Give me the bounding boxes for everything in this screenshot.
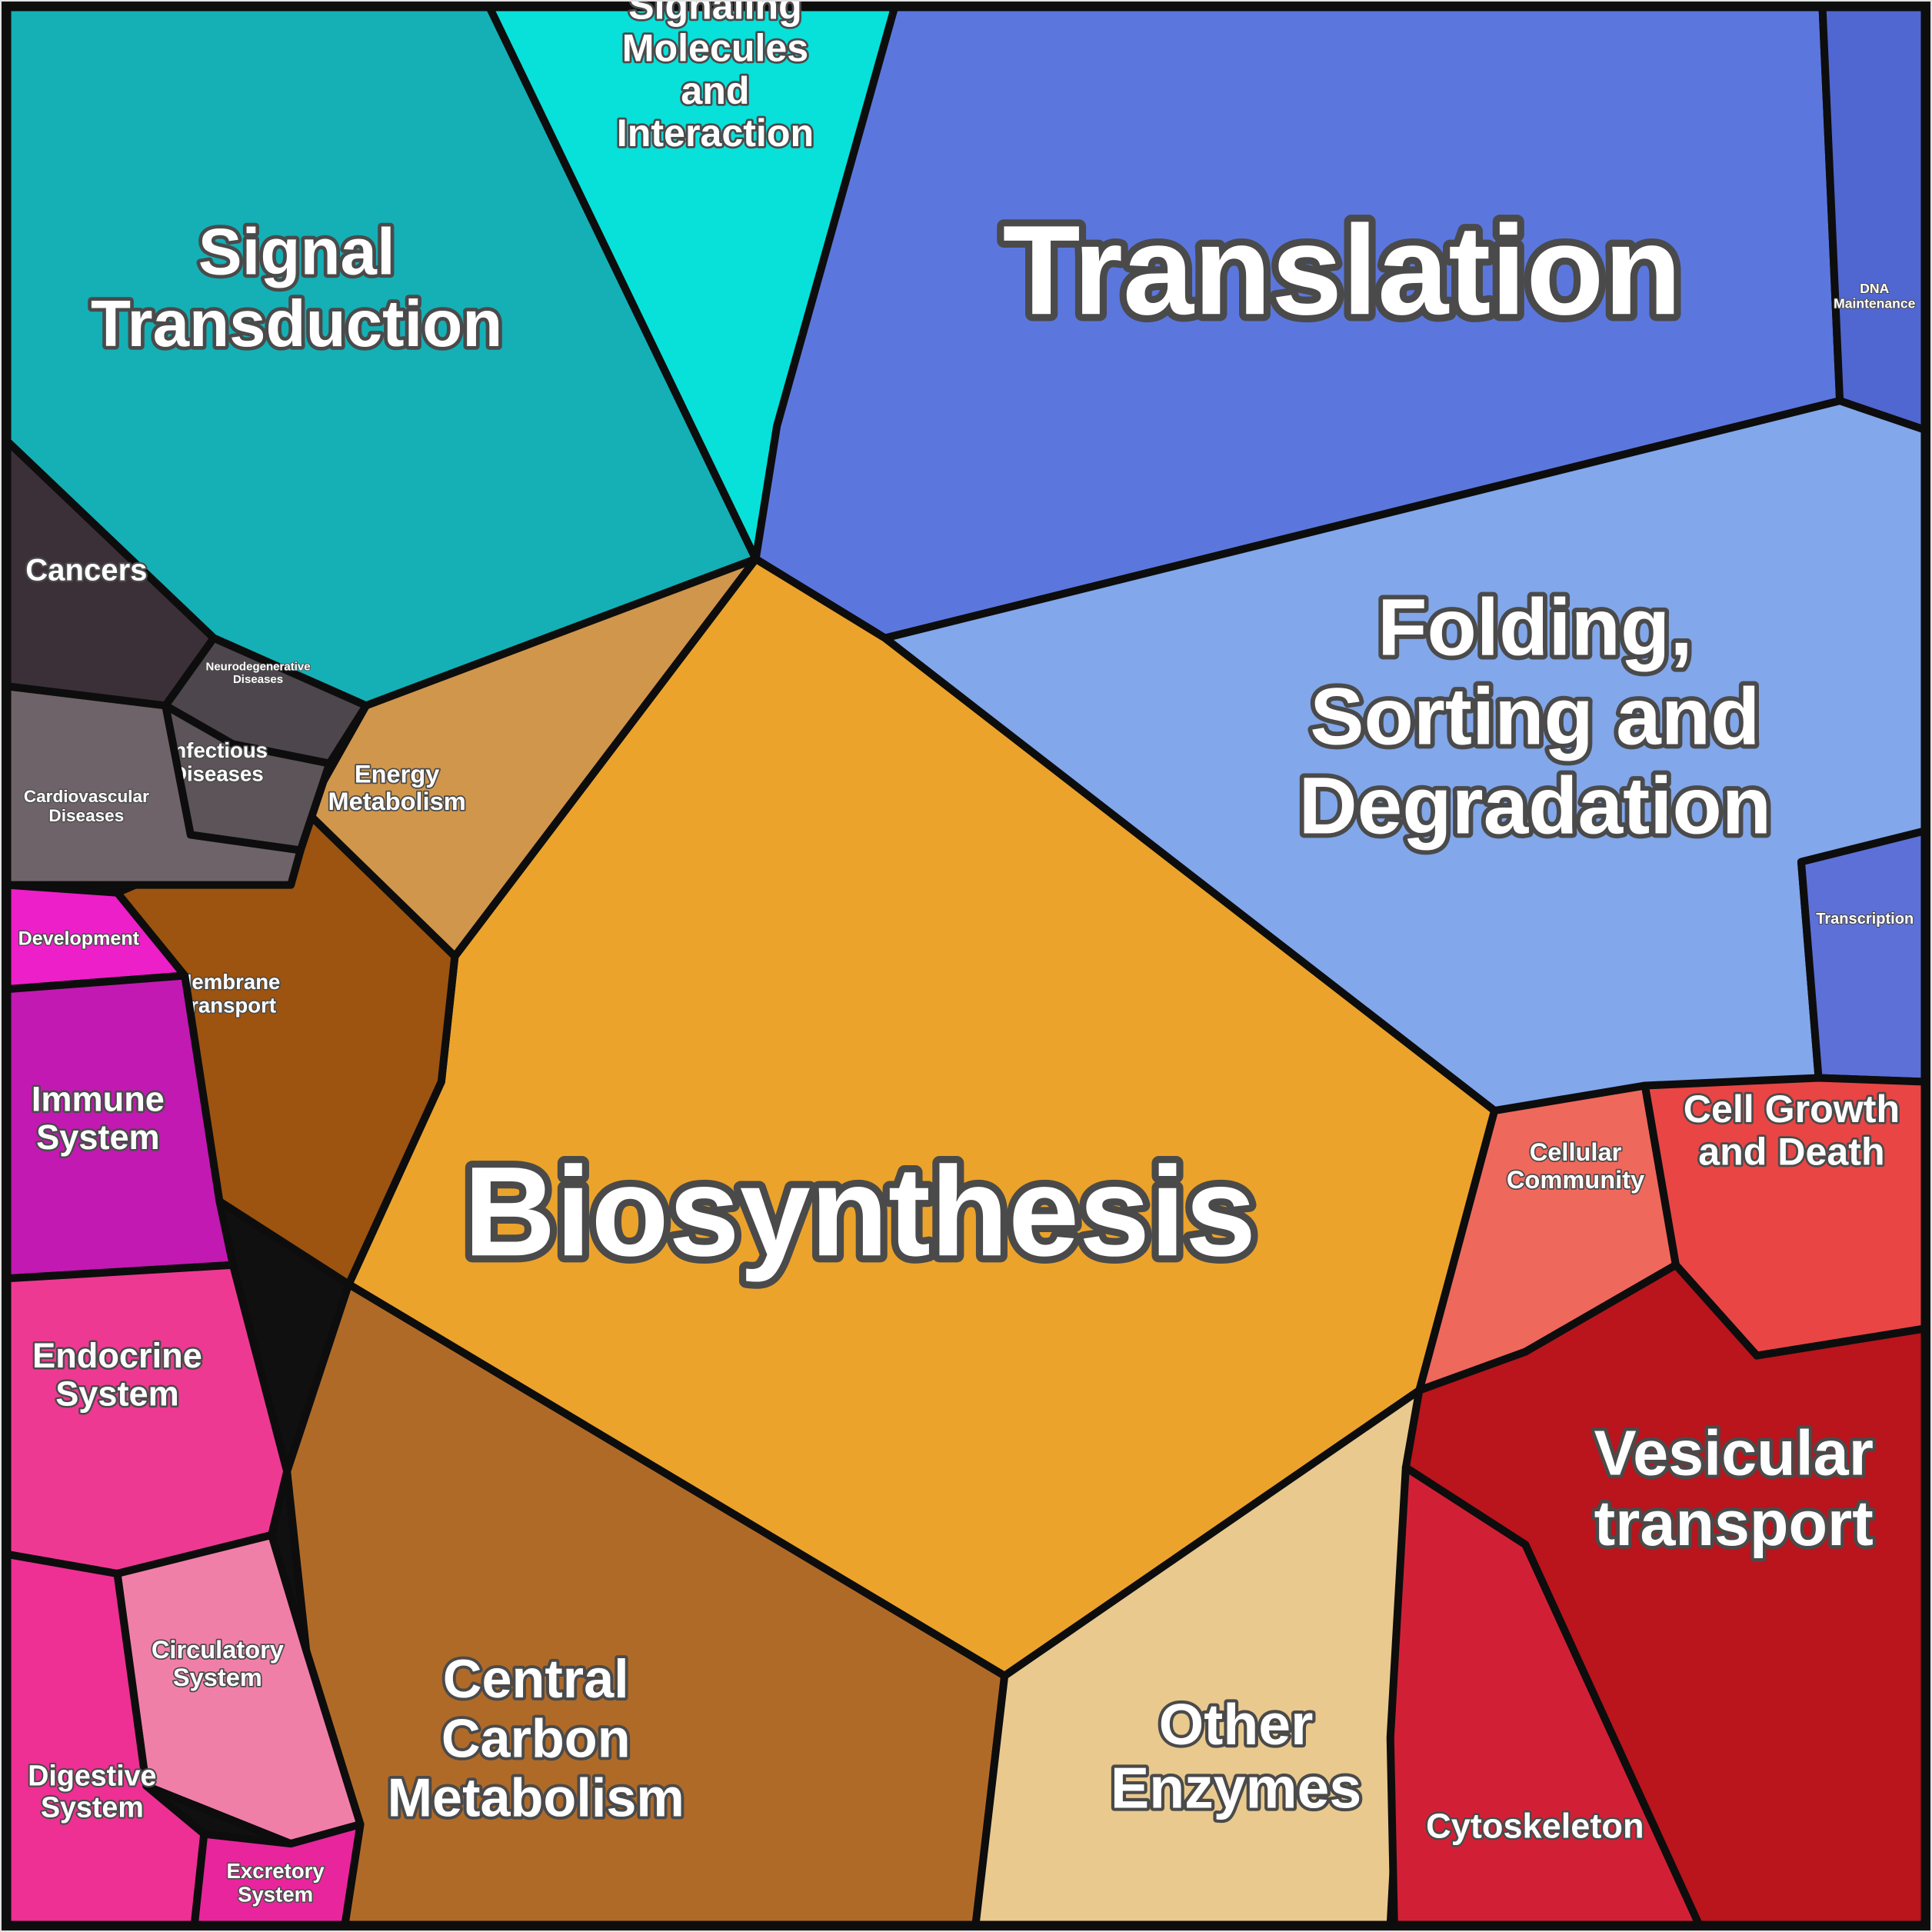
treemap-cell-development: Development [3,881,189,994]
transcription-region [1797,827,1929,1086]
treemap-cell-transcription: Transcription [1797,827,1929,1086]
vesicular-transport-region [1401,1261,1929,1929]
treemap-cell-translation: Translation [751,3,1844,642]
biosynthesis-label: Biosynthesis [464,1141,1256,1283]
treemap-cell-biosynthesis: Biosynthesis [345,555,1499,1680]
immune-system-region [3,971,237,1283]
dna-maintenance-region [1818,3,1929,434]
development-label: Development [18,928,140,949]
treemap-cell-cancers: Cancers [3,437,218,710]
cancers-label: Cancers [25,552,147,587]
cytoskeleton-label: Cytoskeleton [1426,1807,1644,1846]
cytoskeleton-region [1386,1464,1704,1929]
excretory-system-region [190,1820,365,1929]
treemap-cell-cytoskeleton: Cytoskeleton [1386,1464,1704,1929]
endocrine-system-region [3,1261,291,1578]
translation-label: Translation [1003,199,1682,341]
transcription-label: Transcription [1816,911,1914,928]
